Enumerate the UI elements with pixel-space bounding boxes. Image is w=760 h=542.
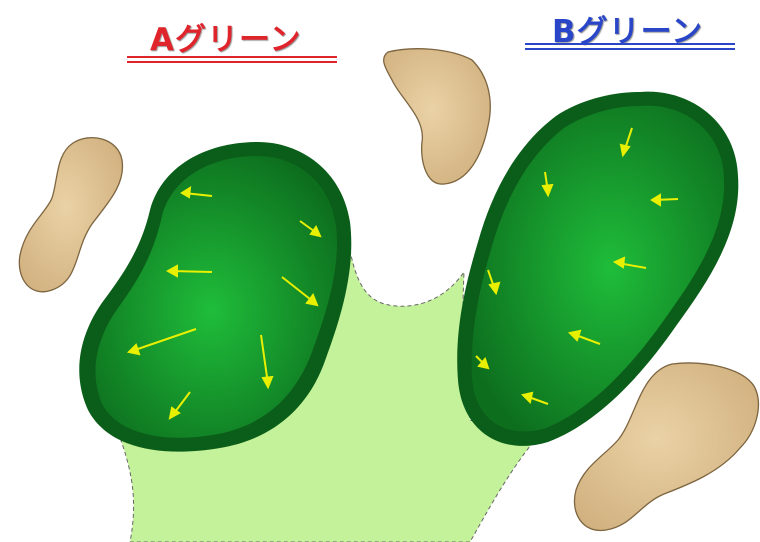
green-a-putting-surface bbox=[95, 156, 337, 438]
green-b-underline bbox=[525, 48, 735, 50]
arrow-icon bbox=[126, 328, 197, 356]
arrow-icon bbox=[521, 391, 549, 405]
bunker-left bbox=[18, 136, 124, 293]
arrow-icon bbox=[541, 171, 554, 198]
arrow-icon bbox=[299, 220, 322, 238]
green-b-putting-surface bbox=[471, 105, 725, 432]
green-a-slope-arrows bbox=[126, 186, 322, 420]
arrow-icon bbox=[168, 391, 191, 420]
arrow-icon bbox=[260, 334, 274, 390]
bunker-top bbox=[382, 48, 491, 185]
arrow-icon bbox=[180, 186, 213, 199]
arrow-icon bbox=[475, 355, 490, 370]
green-b-slope-arrows bbox=[475, 127, 679, 405]
arrow-icon bbox=[612, 256, 647, 269]
arrow-icon bbox=[165, 264, 213, 278]
arrow-icon bbox=[650, 193, 679, 207]
arrow-icon bbox=[281, 276, 319, 307]
green-a-underline bbox=[127, 56, 337, 58]
green-b-underline bbox=[525, 43, 735, 45]
green-a-underline bbox=[127, 61, 337, 63]
green-a-label: Aグリーン bbox=[150, 22, 302, 58]
bunker-right bbox=[573, 362, 760, 532]
arrow-icon bbox=[619, 127, 633, 158]
arrow-icon bbox=[487, 269, 501, 296]
arrow-icon bbox=[567, 329, 601, 345]
